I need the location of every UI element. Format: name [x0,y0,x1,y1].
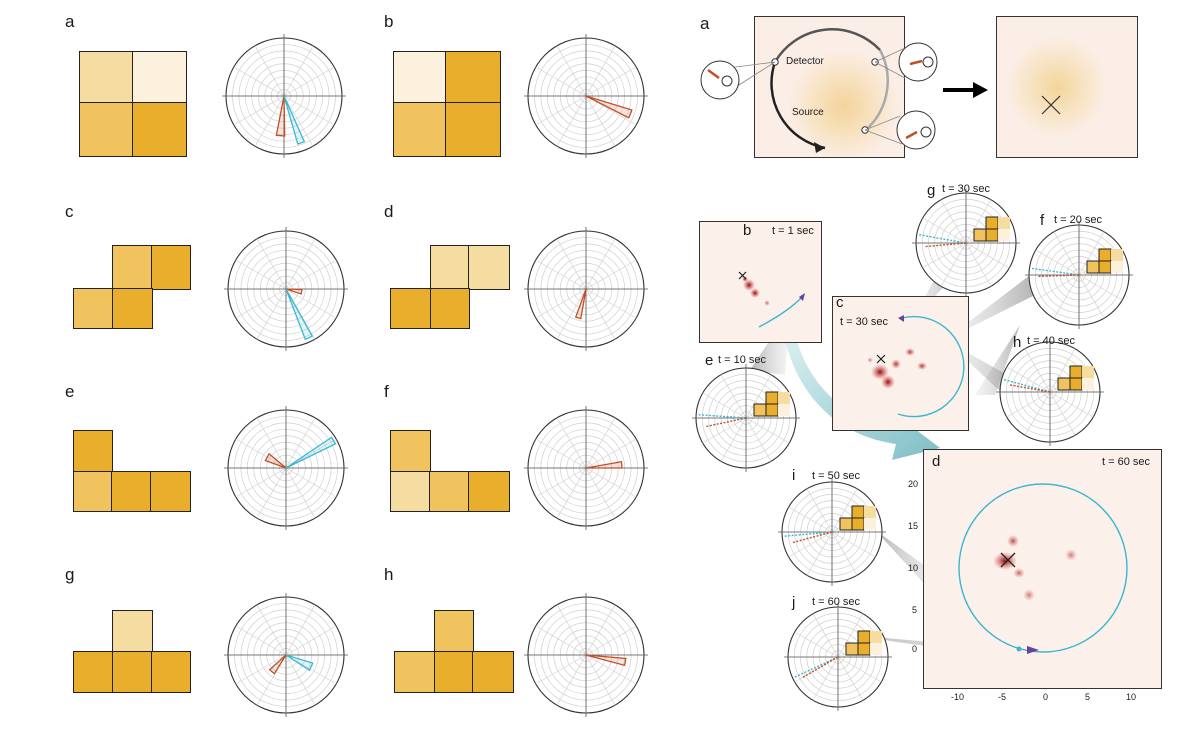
panel-b-heatmap [699,221,822,343]
source-label: Source [792,107,824,118]
polar-plot-b [524,34,648,158]
inset-polar-h [996,338,1104,446]
polar-plot-c [224,227,348,351]
right-letter-e: e [705,352,714,369]
source-estimate-box [996,16,1138,158]
right-letter-a: a [700,14,710,33]
inset-polar-e [692,364,800,472]
d-y-tick-1: 15 [908,521,919,531]
polar-wedge-e-0 [264,452,287,469]
schematic-box [754,16,905,158]
right-letter-h: h [1013,334,1022,351]
polar-wedge-g-1 [285,654,314,672]
time-label-d: t = 60 sec [1102,456,1151,468]
panel-letter-e: e [65,382,75,401]
inset-polar-g [912,189,1020,297]
panel-letter-d: d [384,202,394,221]
panel-letter-c: c [65,202,74,221]
time-label-c: t = 30 sec [840,316,889,328]
inset-red-g [924,242,967,248]
polar-wedge-e-1 [285,436,337,469]
panel-letter-h: h [384,565,394,584]
polar-wedge-f-0 [585,460,623,469]
polar-plot-f [524,406,648,530]
right-letter-i: i [792,467,796,484]
detector-label: Detector [786,56,824,67]
polar-plot-e [224,406,348,530]
inset-polar-j [784,603,892,711]
polar-plot-d [524,227,648,351]
panel-letter-a: a [65,12,75,31]
panel-d-content [958,483,1128,654]
polar-plot-a [222,34,346,158]
inset-polar-f [1025,221,1133,329]
mini-detector-left [700,60,740,100]
d-y-tick-3: 5 [912,605,918,615]
d-x-tick-1: -5 [998,692,1007,702]
inset-blue-e [698,413,747,419]
panel-letter-f: f [384,382,389,401]
d-x-tick-0: -10 [951,692,965,702]
right-letter-j: j [792,594,796,611]
schematic-overlay [700,28,988,153]
polar-wedge-d-0 [574,288,587,320]
polar-wedge-g-0 [268,654,287,675]
polar-plot-g [224,593,348,717]
polar-plot-h [524,593,648,717]
right-letter-g: g [927,182,936,199]
polar-wedge-a-0 [275,95,286,137]
time-label-g: t = 30 sec [942,183,991,195]
d-y-tick-0: 20 [908,479,919,489]
polar-wedge-h-0 [585,654,627,667]
d-y-tick-2: 10 [908,563,919,573]
mini-detector-top-right [898,42,938,82]
time-label-i: t = 50 sec [812,470,861,482]
polar-wedge-b-0 [585,95,633,119]
d-x-tick-3: 5 [1085,692,1091,702]
panel-d-heatmap [923,449,1162,689]
inset-blue-f [1031,267,1080,276]
time-label-e: t = 10 sec [718,354,767,366]
panel-b-content [738,271,805,328]
polar-wedge-a-1 [283,95,306,145]
panel-c-content [867,315,965,418]
inset-blue-i [784,531,833,537]
inset-polar-i [778,478,886,586]
right-letter-d: d [932,453,941,470]
polar-wedge-c-1 [285,288,314,341]
time-label-j: t = 60 sec [812,596,861,608]
time-label-h: t = 40 sec [1027,335,1076,347]
d-x-tick-4: 10 [1126,692,1137,702]
right-letter-f: f [1040,212,1045,229]
time-label-f: t = 20 sec [1054,214,1103,226]
panel-letter-b: b [384,12,394,31]
inset-blue-g [918,233,967,244]
panel-letter-g: g [65,565,75,584]
d-y-tick-4: 0 [912,644,918,654]
d-x-tick-2: 0 [1043,692,1049,702]
right-letter-b: b [743,222,752,239]
time-label-b: t = 1 sec [772,225,814,237]
right-letter-c: c [836,294,844,311]
mini-detector-bottom-right [896,110,936,150]
polar-wedge-c-0 [285,288,303,295]
